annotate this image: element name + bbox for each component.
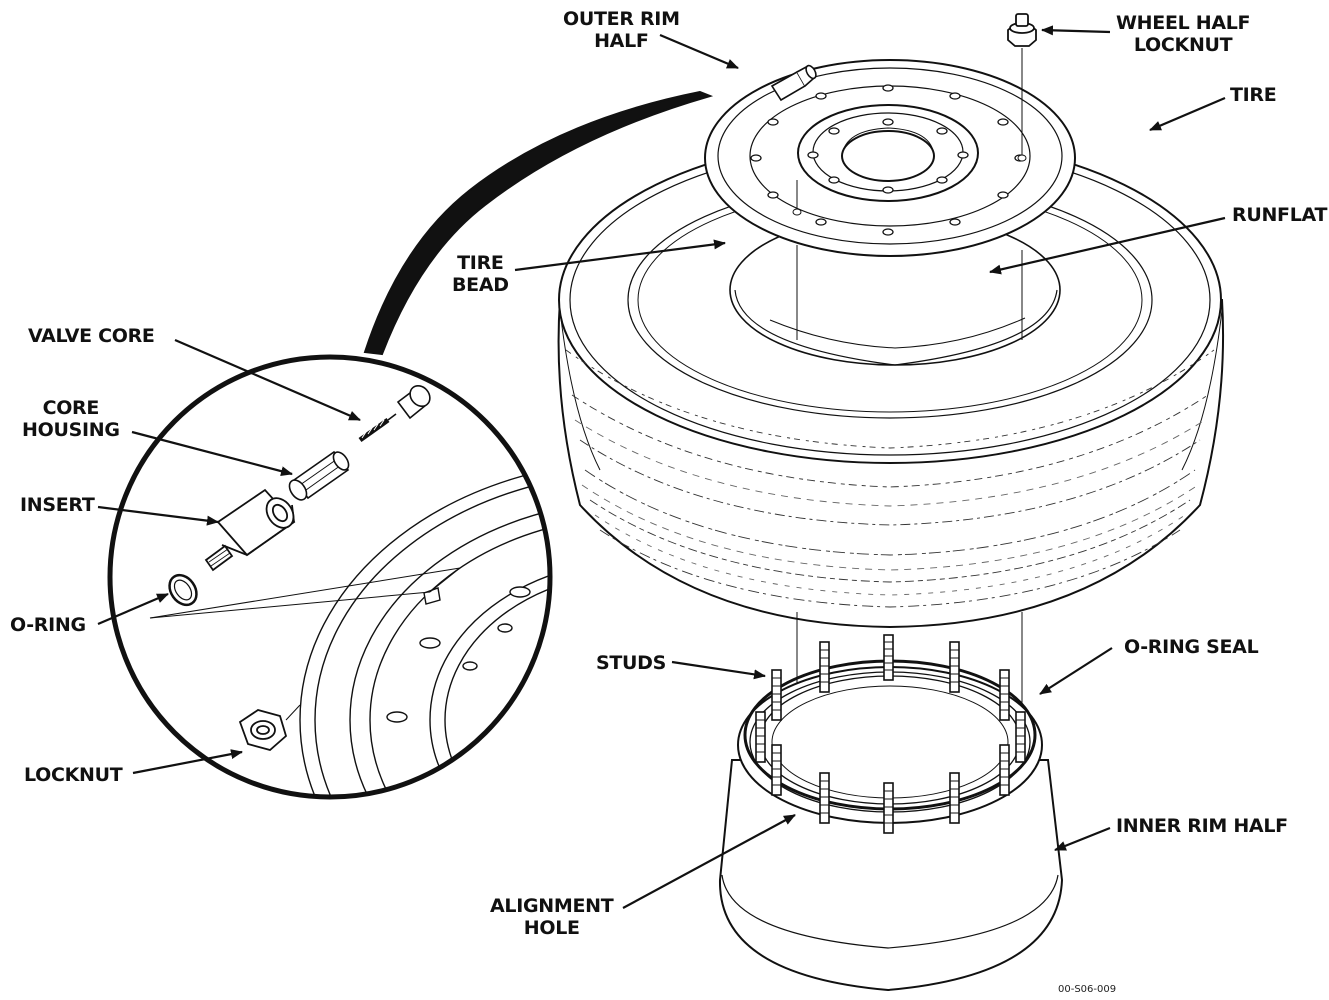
leader-lines bbox=[97, 25, 1226, 909]
insert bbox=[204, 488, 296, 572]
label-tire: TIRE bbox=[1230, 84, 1277, 106]
label-outer-rim-half: OUTER RIM HALF bbox=[563, 8, 680, 52]
studs bbox=[755, 634, 1026, 834]
label-o-ring: O-RING bbox=[10, 614, 86, 636]
detail-connector bbox=[363, 90, 714, 356]
wheel-half-locknut bbox=[1007, 13, 1037, 47]
rim-valve-stem bbox=[770, 64, 817, 102]
tire-tread bbox=[565, 349, 1215, 608]
label-wheel-half-locknut: WHEEL HALF LOCKNUT bbox=[1116, 12, 1251, 56]
figure-id: 00-S06-009 bbox=[1058, 984, 1117, 995]
core-housing bbox=[288, 450, 350, 501]
inner-rim-half bbox=[718, 666, 1064, 992]
detail-guide-lines bbox=[149, 567, 461, 721]
label-valve-core: VALVE CORE bbox=[28, 325, 155, 347]
valve-core bbox=[358, 413, 397, 443]
label-o-ring-seal: O-RING SEAL bbox=[1124, 636, 1259, 658]
outer-rim-bolt-holes bbox=[750, 84, 1026, 236]
label-runflat: RUNFLAT bbox=[1232, 204, 1328, 226]
valve-cap bbox=[396, 384, 431, 420]
detail-circle bbox=[107, 354, 553, 800]
label-alignment-hole: ALIGNMENT HOLE bbox=[490, 895, 614, 939]
label-inner-rim-half: INNER RIM HALF bbox=[1116, 815, 1288, 837]
label-studs: STUDS bbox=[596, 652, 667, 674]
label-locknut: LOCKNUT bbox=[24, 764, 123, 786]
label-insert: INSERT bbox=[20, 494, 95, 516]
locknut-part bbox=[238, 709, 288, 751]
label-core-housing: CORE HOUSING bbox=[22, 397, 120, 441]
o-ring-part bbox=[168, 573, 198, 607]
label-tire-bead: TIRE BEAD bbox=[452, 252, 509, 296]
